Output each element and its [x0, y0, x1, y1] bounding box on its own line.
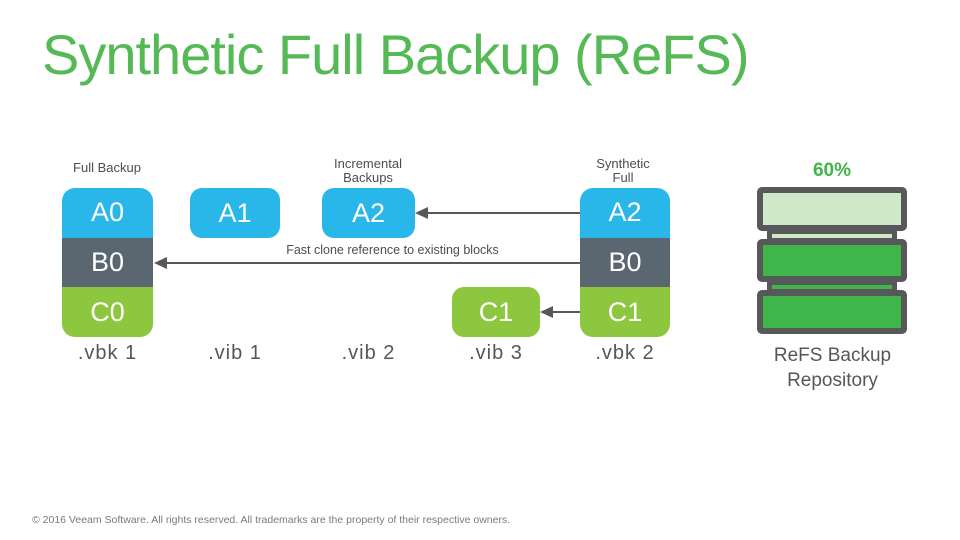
- vbk1-block-b0: B0: [62, 237, 153, 288]
- fast-clone-caption: Fast clone reference to existing blocks: [286, 243, 499, 257]
- vib2-block-a2: A2: [322, 188, 415, 238]
- vbk2-block-a2: A2: [580, 188, 670, 238]
- synthetic-full-label-line1: Synthetic: [596, 156, 650, 171]
- repo-disk-top: [757, 187, 907, 231]
- vbk2-file-label: .vbk 2: [595, 342, 655, 364]
- full-backup-label: Full Backup: [73, 160, 141, 175]
- arrow-a2-shaft: [427, 212, 580, 214]
- vib3-file-label: .vib 3: [469, 342, 523, 364]
- arrow-b0-shaft: [166, 262, 580, 264]
- vbk1-stack: A0 B0 C0: [62, 188, 153, 337]
- copyright-footer: © 2016 Veeam Software. All rights reserv…: [32, 514, 511, 526]
- slide-title: Synthetic Full Backup (ReFS): [42, 23, 749, 86]
- repo-disk-middle: [757, 239, 907, 282]
- incremental-backups-label-line1: Incremental: [334, 156, 402, 171]
- incremental-backups-label: Incremental Backups: [308, 157, 428, 185]
- vbk1-block-a0: A0: [62, 188, 153, 238]
- vbk2-stack: A2 B0 C1: [580, 188, 670, 337]
- vib1-block-a1: A1: [190, 188, 280, 238]
- synthetic-full-label: Synthetic Full: [563, 157, 683, 185]
- repo-label: ReFS Backup Repository: [745, 343, 920, 393]
- vbk1-file-label: .vbk 1: [77, 342, 138, 364]
- synthetic-full-label-line2: Full: [612, 170, 634, 185]
- vib2-file-label: .vib 2: [341, 342, 396, 364]
- refs-repository-icon: [757, 187, 907, 334]
- repo-label-line1: ReFS Backup: [773, 345, 892, 366]
- vbk2-block-b0: B0: [580, 237, 670, 288]
- incremental-backups-label-line2: Backups: [343, 170, 393, 185]
- repo-label-line2: Repository: [787, 370, 878, 391]
- arrow-c1-left-icon: [540, 306, 553, 318]
- arrow-b0-left-icon: [154, 257, 167, 269]
- vbk2-block-c1: C1: [580, 287, 670, 337]
- arrow-c1-shaft: [552, 311, 580, 313]
- vib1-file-label: .vib 1: [208, 342, 262, 364]
- vbk1-block-c0: C0: [62, 287, 153, 337]
- repo-disk-bottom: [757, 290, 907, 334]
- vib3-block-c1: C1: [452, 287, 540, 337]
- repo-usage-percent: 60%: [812, 160, 852, 181]
- arrow-a2-left-icon: [415, 207, 428, 219]
